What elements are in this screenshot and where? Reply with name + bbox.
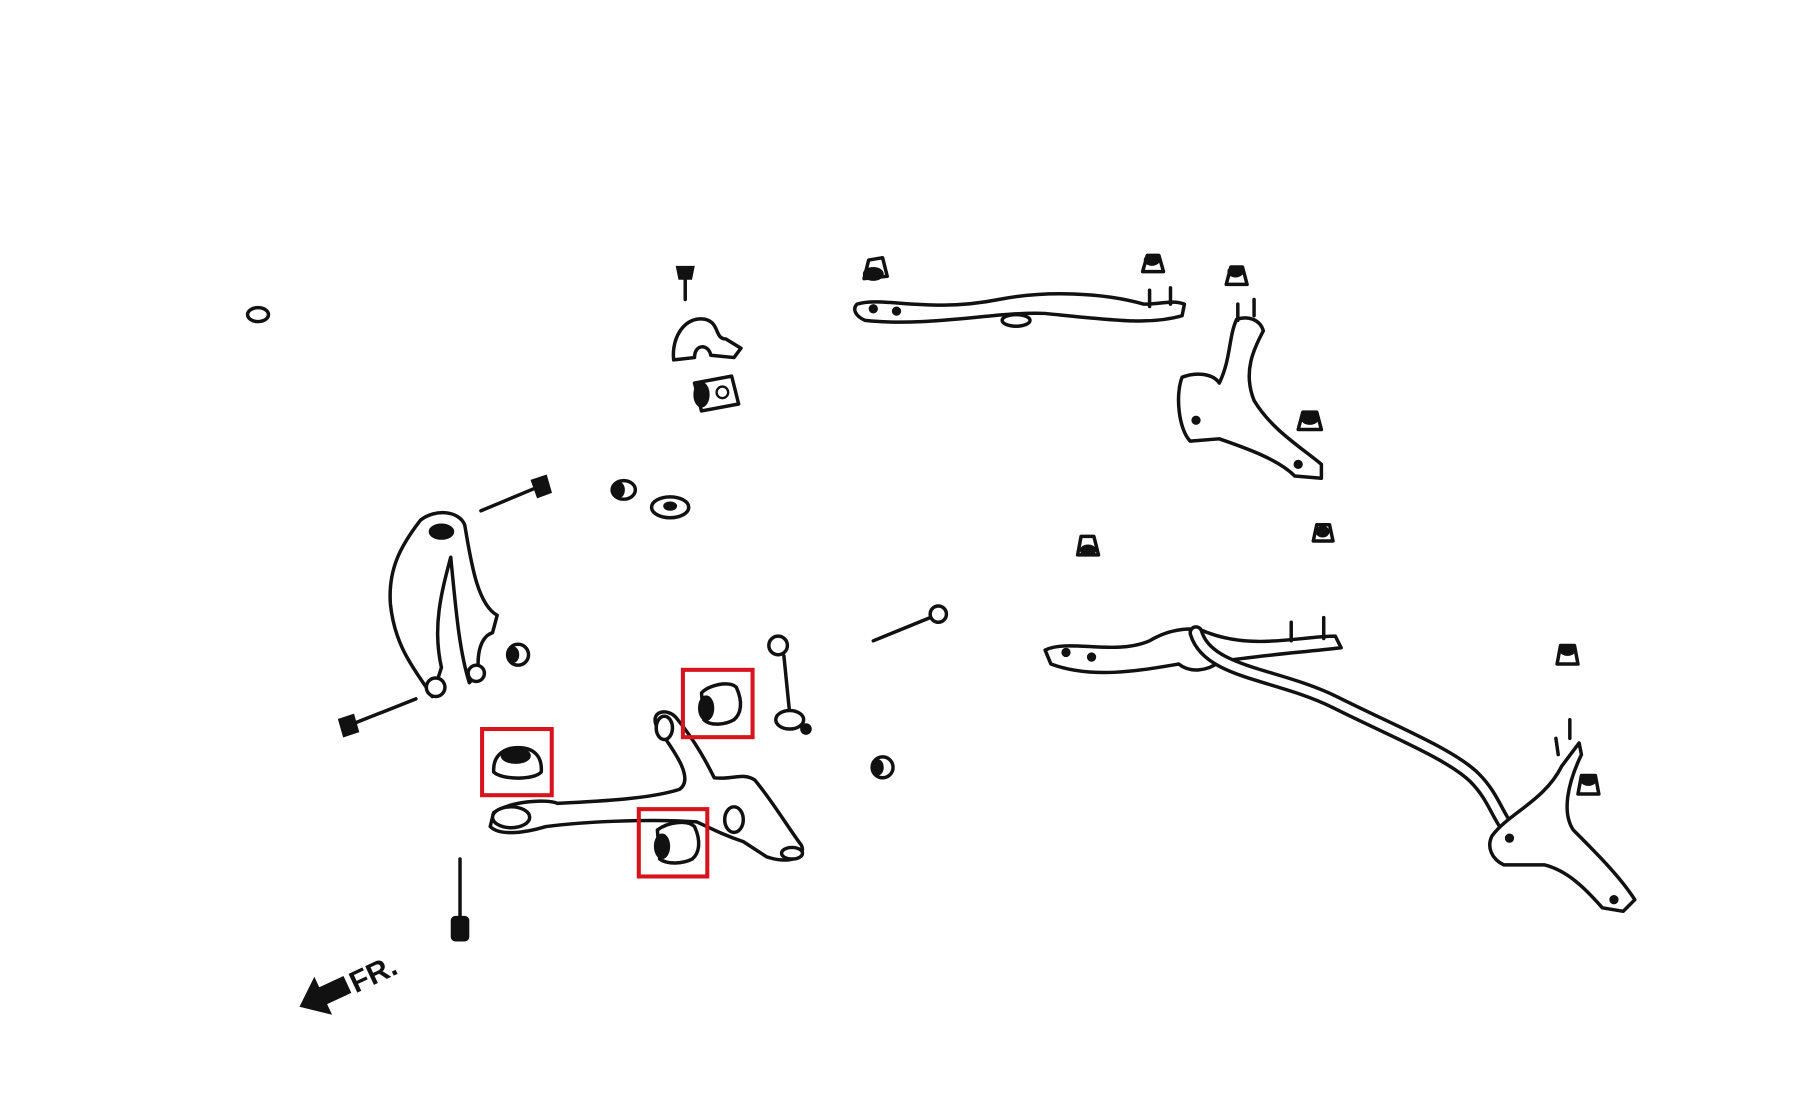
highlight-box-rear-bushing xyxy=(480,727,554,798)
front-direction-indicator: FR. xyxy=(299,949,402,1015)
rear-upper-brace xyxy=(853,286,1187,328)
subframe-bushing-left xyxy=(1075,534,1101,557)
knuckle-bolt-upper xyxy=(479,474,552,513)
lower-control-arm xyxy=(488,710,805,862)
lower-arm-front-bushing xyxy=(698,682,743,726)
sway-bar-bracket xyxy=(671,317,743,362)
small-bushing-arm xyxy=(870,755,895,780)
rear-bushing-top xyxy=(1555,643,1580,666)
rear-subframe xyxy=(1043,615,1343,675)
small-bushing-knuckle xyxy=(505,642,531,667)
bracket-bushing xyxy=(1296,410,1324,432)
rear-side-bracket xyxy=(1176,297,1324,481)
brace-bushing-2 xyxy=(1140,253,1166,274)
brace-bushing-3 xyxy=(1224,265,1249,287)
highlight-box-front-bushing xyxy=(680,667,755,740)
subframe-bushing-right xyxy=(1311,522,1335,543)
lower-arm-ball-bushing xyxy=(653,820,701,865)
vertical-bolt xyxy=(450,857,470,942)
arm-bolt xyxy=(871,604,949,643)
bracket-bolt xyxy=(675,265,695,302)
lower-arm-rear-bushing xyxy=(491,745,544,780)
knuckle-bolt-lower xyxy=(337,697,418,738)
rear-bar-bracket xyxy=(1488,718,1637,914)
highlight-box-ball-bushing xyxy=(636,807,710,879)
end-link xyxy=(767,634,812,735)
sway-bar-bushing xyxy=(692,374,741,413)
steering-knuckle xyxy=(388,511,499,699)
small-bushing-upper xyxy=(610,478,638,501)
arrow-left-icon xyxy=(299,976,352,1015)
front-direction-label: FR. xyxy=(344,949,402,999)
front-sway-bar xyxy=(245,299,691,520)
brace-bushing-1 xyxy=(862,255,889,281)
rear-bushing-side xyxy=(1576,773,1601,796)
